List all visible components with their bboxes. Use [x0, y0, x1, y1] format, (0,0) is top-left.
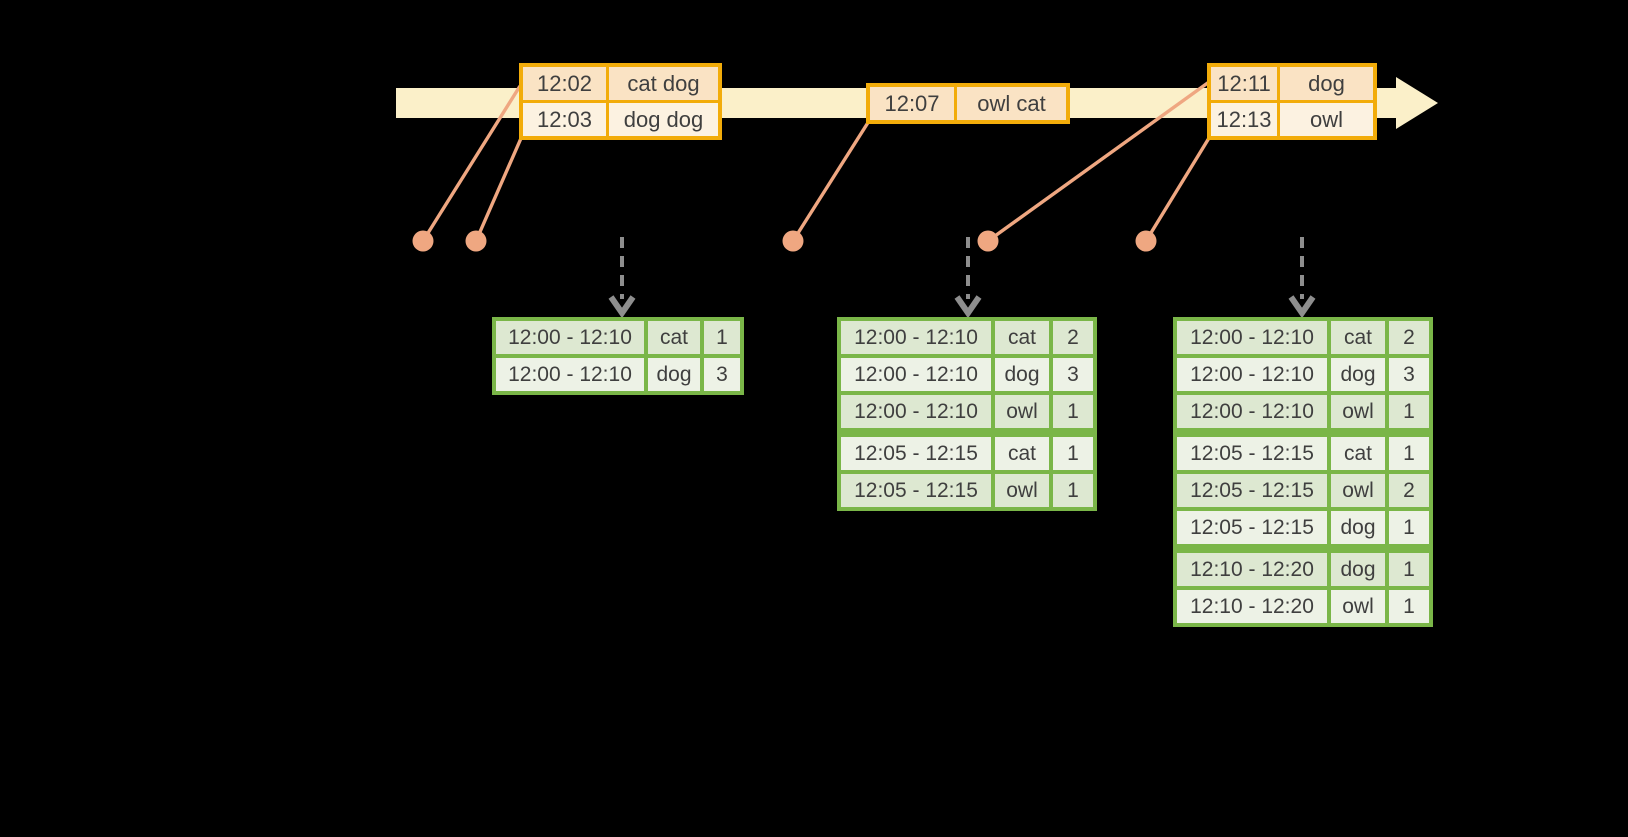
result-count-cell: 1 [1053, 395, 1093, 428]
result-window-cell: 12:05 - 12:15 [841, 474, 991, 507]
result-window-cell: 12:00 - 12:10 [1177, 395, 1327, 428]
event-time-cell: 12:03 [523, 103, 606, 136]
result-window-cell: 12:10 - 12:20 [1177, 590, 1327, 623]
result-count-cell: 1 [1389, 395, 1429, 428]
event-dot [1135, 230, 1157, 252]
event-words-cell: cat dog [609, 67, 718, 100]
result-word-cell: owl [1331, 474, 1385, 507]
result-word-cell: cat [1331, 437, 1385, 470]
event-words-cell: dog dog [609, 103, 718, 136]
result-count-cell: 3 [704, 358, 740, 391]
result-count-cell: 2 [1389, 474, 1429, 507]
result-word-cell: dog [995, 358, 1049, 391]
event-dot [782, 230, 804, 252]
result-window-cell: 12:05 - 12:15 [1177, 511, 1327, 544]
result-window-cell: 12:00 - 12:10 [841, 395, 991, 428]
result-window-cell: 12:00 - 12:10 [496, 358, 644, 391]
result-window-cell: 12:05 - 12:15 [1177, 437, 1327, 470]
result-count-cell: 1 [1053, 474, 1093, 507]
result-word-cell: dog [648, 358, 700, 391]
event-words-cell: owl [1280, 103, 1373, 136]
result-window-cell: 12:00 - 12:10 [841, 321, 991, 354]
result-count-cell: 2 [1053, 321, 1093, 354]
result-count-cell: 1 [1389, 437, 1429, 470]
result-count-cell: 3 [1053, 358, 1093, 391]
event-connector-line [421, 85, 522, 242]
result-window-cell: 12:05 - 12:15 [841, 437, 991, 470]
event-time-cell: 12:13 [1211, 103, 1277, 136]
result-window-cell: 12:00 - 12:10 [1177, 358, 1327, 391]
event-connector-line [474, 135, 524, 242]
result-count-cell: 1 [1389, 511, 1429, 544]
event-dot [412, 230, 434, 252]
result-count-cell: 1 [1389, 590, 1429, 623]
result-window-cell: 12:00 - 12:10 [496, 321, 644, 354]
result-count-cell: 1 [1053, 437, 1093, 470]
timeline-arrowhead-icon [1396, 77, 1438, 129]
result-word-cell: owl [1331, 590, 1385, 623]
event-time-cell: 12:02 [523, 67, 606, 100]
trigger-arrowhead-icon [954, 295, 982, 319]
result-word-cell: cat [1331, 321, 1385, 354]
result-word-cell: cat [648, 321, 700, 354]
event-dot [465, 230, 487, 252]
result-word-cell: cat [995, 437, 1049, 470]
event-connector-line [1144, 137, 1211, 242]
result-window-cell: 12:05 - 12:15 [1177, 474, 1327, 507]
event-time-cell: 12:07 [870, 87, 954, 120]
result-word-cell: dog [1331, 553, 1385, 586]
result-count-cell: 1 [704, 321, 740, 354]
result-window-cell: 12:00 - 12:10 [1177, 321, 1327, 354]
result-word-cell: owl [995, 474, 1049, 507]
result-window-cell: 12:00 - 12:10 [841, 358, 991, 391]
result-count-cell: 3 [1389, 358, 1429, 391]
event-words-cell: dog [1280, 67, 1373, 100]
result-word-cell: dog [1331, 358, 1385, 391]
event-connector-line [791, 120, 871, 242]
event-dot [977, 230, 999, 252]
result-window-cell: 12:10 - 12:20 [1177, 553, 1327, 586]
result-count-cell: 1 [1389, 553, 1429, 586]
result-word-cell: cat [995, 321, 1049, 354]
event-connector-line [987, 80, 1210, 243]
trigger-arrowhead-icon [1288, 295, 1316, 319]
result-word-cell: dog [1331, 511, 1385, 544]
result-count-cell: 2 [1389, 321, 1429, 354]
result-word-cell: owl [1331, 395, 1385, 428]
result-word-cell: owl [995, 395, 1049, 428]
event-words-cell: owl cat [957, 87, 1066, 120]
event-time-cell: 12:11 [1211, 67, 1277, 100]
trigger-arrowhead-icon [608, 295, 636, 319]
